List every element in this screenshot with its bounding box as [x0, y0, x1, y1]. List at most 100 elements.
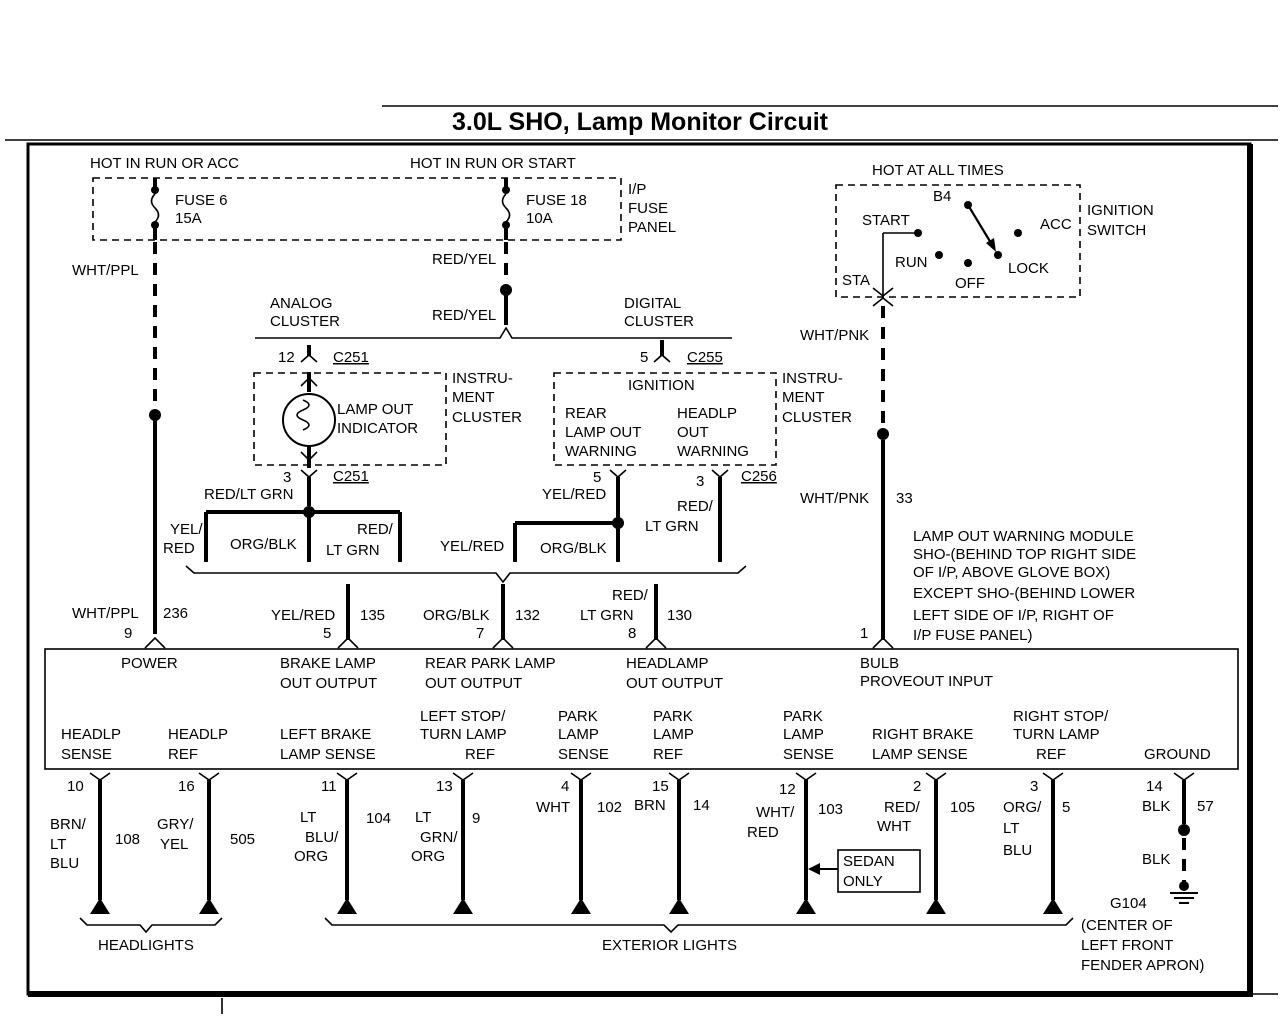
lamp-out-label: LAMP OUT	[337, 401, 413, 418]
c251-bottom-label: C251	[333, 468, 369, 485]
module-desc-6: I/P FUSE PANEL)	[913, 627, 1032, 644]
digital-label-2: CLUSTER	[624, 313, 694, 330]
ip-label: I/P	[628, 181, 646, 198]
fuse-label: FUSE	[628, 200, 668, 217]
wht-pnk-label-2: WHT/PNK	[800, 490, 869, 507]
instru-label-2b: MENT	[782, 389, 825, 406]
out-label: OUT	[677, 424, 709, 441]
splice-wht-ppl	[149, 409, 161, 421]
panel-label: PANEL	[628, 219, 676, 236]
output-9a: RIGHT STOP/	[1013, 708, 1109, 725]
connector-c251-bottom	[300, 469, 318, 479]
brn-label-e: BRN	[634, 797, 666, 814]
cluster-brace	[255, 326, 732, 339]
wht-label-g: WHT	[877, 818, 911, 835]
instru-label-1b: INSTRU-	[782, 370, 843, 387]
red-label-2: RED/	[357, 521, 394, 538]
module-bulb-2: PROVEOUT INPUT	[860, 673, 993, 690]
red-lt-grn-label: RED/LT GRN	[204, 486, 293, 503]
org-label-c: ORG	[411, 848, 445, 865]
module-bulb-1: BULB	[860, 655, 899, 672]
lock-label: LOCK	[1008, 260, 1049, 277]
output-7a: PARK	[783, 708, 823, 725]
output-9b: TURN LAMP	[1013, 726, 1100, 743]
module-desc-2: SHO-(BEHIND TOP RIGHT SIDE	[913, 546, 1136, 563]
pin-15: 15	[652, 778, 669, 795]
headlights-label: HEADLIGHTS	[98, 937, 194, 954]
lamp-out-warning-module	[44, 648, 1239, 770]
indicator-label: INDICATOR	[337, 420, 418, 437]
circuit-14: 14	[693, 797, 710, 814]
gry-label: GRY/	[157, 816, 194, 833]
pin-5-c255: 5	[640, 349, 648, 366]
output-7b: LAMP	[783, 726, 824, 743]
ignition-label: IGNITION	[1087, 202, 1154, 219]
circuit-105: 105	[950, 799, 975, 816]
output-3a: LEFT BRAKE	[280, 726, 371, 743]
splice-red-yel	[500, 284, 512, 296]
sedan-label-1: SEDAN	[843, 853, 895, 870]
output-5b: LAMP	[558, 726, 599, 743]
red-label-g: RED/	[884, 799, 921, 816]
output-connectors	[89, 772, 1195, 781]
module-rpark-2: OUT OUTPUT	[425, 675, 522, 692]
ignition-cluster-label: IGNITION	[628, 377, 695, 394]
output-6c: REF	[653, 746, 683, 763]
fuse6-amp-label: 15A	[175, 210, 202, 227]
circuit-132: 132	[515, 607, 540, 624]
pin-8: 8	[628, 625, 636, 642]
org-blk-label-3: ORG/BLK	[423, 607, 490, 624]
module-desc-3: OF I/P, ABOVE GLOVE BOX)	[913, 564, 1110, 581]
output-2b: REF	[168, 746, 198, 763]
pin-14: 14	[1146, 778, 1163, 795]
lt-label-h: LT	[1003, 820, 1019, 837]
module-connector-8	[645, 636, 667, 649]
g104-desc-2: LEFT FRONT	[1081, 937, 1173, 954]
circuit-9: 9	[472, 810, 480, 827]
red-yel-label-1: RED/YEL	[432, 251, 496, 268]
hot-run-acc-label: HOT IN RUN OR ACC	[90, 155, 239, 172]
pin-16: 16	[178, 778, 195, 795]
analog-label-1: ANALOG	[270, 295, 333, 312]
fuse18-label: FUSE 18	[526, 192, 587, 209]
c255-label: C255	[687, 349, 723, 366]
pin-7: 7	[476, 625, 484, 642]
c251-top-label: C251	[333, 349, 369, 366]
start-label: START	[862, 212, 910, 229]
red-label-4: RED/	[612, 587, 649, 604]
ground-icon	[1170, 881, 1198, 904]
sedan-only-callout	[808, 849, 921, 893]
circuit-57: 57	[1197, 798, 1214, 815]
lamp-out-bulb-icon	[282, 372, 336, 468]
output-4c: REF	[465, 746, 495, 763]
brn-label: BRN/	[50, 816, 87, 833]
instru-label-2: MENT	[452, 389, 495, 406]
output-brace	[185, 565, 747, 584]
pin-3-analog: 3	[283, 469, 291, 486]
pin-12: 12	[278, 349, 295, 366]
module-desc-4: EXCEPT SHO-(BEHIND LOWER	[913, 585, 1135, 602]
lt-label-c: LT	[415, 809, 431, 826]
output-6b: LAMP	[653, 726, 694, 743]
lt-label-a: LT	[50, 836, 66, 853]
switch-label: SWITCH	[1087, 222, 1146, 239]
ip-fuse-panel-box	[92, 177, 622, 241]
output-1b: SENSE	[61, 746, 112, 763]
output-5a: PARK	[558, 708, 598, 725]
wht-pnk-label-1: WHT/PNK	[800, 327, 869, 344]
acc-label: ACC	[1040, 216, 1072, 233]
module-brake-2: OUT OUTPUT	[280, 675, 377, 692]
page-title: 3.0L SHO, Lamp Monitor Circuit	[452, 108, 829, 136]
connector-c251-top	[300, 353, 318, 363]
pin-10: 10	[67, 778, 84, 795]
headlp-label: HEADLP	[677, 405, 737, 422]
off-contact	[964, 259, 972, 267]
blk-label-2: BLK	[1142, 851, 1170, 868]
exterior-lights-brace	[324, 917, 1074, 934]
module-connector-7	[492, 636, 514, 649]
circuit-103: 103	[818, 801, 843, 818]
connector-c256-1	[609, 469, 627, 479]
module-connector-9	[144, 636, 166, 649]
circuit-104: 104	[366, 810, 391, 827]
